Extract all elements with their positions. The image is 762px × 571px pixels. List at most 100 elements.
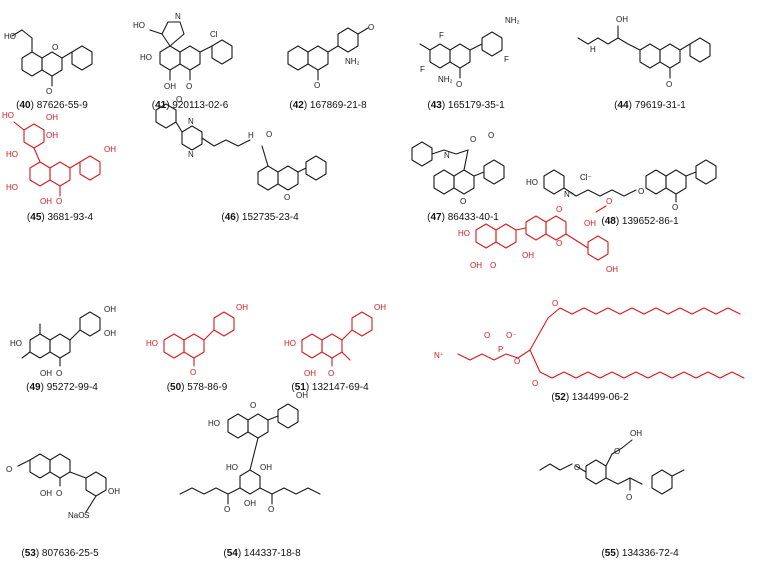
atom-label: OH <box>104 329 116 338</box>
atom-label: O <box>176 95 182 104</box>
atom-label: O <box>456 80 462 89</box>
atom-label: OH <box>104 145 116 154</box>
atom-label: S <box>84 511 89 520</box>
structure-40: O HO O <box>4 29 93 96</box>
atom-label: O <box>460 197 466 206</box>
atom-label: O <box>552 299 558 308</box>
caption-41: (41) 920113-02-6 <box>151 100 229 111</box>
atom-label: O <box>186 82 192 91</box>
atom-label: OH <box>40 489 52 498</box>
atom-label: O <box>514 357 520 366</box>
atom-label: H <box>590 45 596 54</box>
caption-43: (43) 165179-35-1 <box>427 100 505 111</box>
atom-label: O <box>470 135 476 144</box>
structure-41: N HO Cl HO O OH <box>133 12 233 91</box>
atom-label: OH <box>304 369 316 378</box>
atom-label: HO <box>458 229 470 238</box>
atom-label: N <box>188 150 194 159</box>
atom-label: HO <box>133 21 145 30</box>
atom-label: N <box>444 151 450 160</box>
atom-label: OH <box>46 113 58 122</box>
atom-label: HO <box>6 183 18 192</box>
atom-label: HO <box>10 339 22 348</box>
atom-label: HO <box>6 150 18 159</box>
atom-label: O <box>556 239 562 248</box>
atom-label: F <box>439 31 444 40</box>
atom-label: O <box>52 43 58 52</box>
atom-label: O <box>328 369 334 378</box>
atom-label: OH <box>374 303 386 312</box>
atom-label: OH <box>236 303 248 312</box>
caption-55: (55) 134336-72-4 <box>601 548 679 559</box>
atom-label: Cl <box>210 30 218 39</box>
caption-45: (45) 3681-93-4 <box>26 212 94 223</box>
atom-label: NH₂ <box>438 75 453 84</box>
atom-label: OH <box>104 305 116 314</box>
atom-label: H <box>248 131 254 140</box>
atom-label: O <box>190 368 196 377</box>
atom-label: O <box>368 23 374 32</box>
atom-label: O <box>56 489 62 498</box>
atom-label: O <box>666 80 672 89</box>
atom-label: HO <box>226 463 238 472</box>
atom-label: OH <box>40 197 52 206</box>
structure-44: O OH H <box>577 15 711 89</box>
structure-52: HO OH O OH O O OH O OH N⁺ O P O⁻ O O O <box>434 197 745 388</box>
atom-label: O <box>266 130 272 139</box>
atom-label: OH <box>606 265 618 274</box>
atom-label: O <box>46 87 52 96</box>
caption-54: (54) 144337-18-8 <box>223 548 301 559</box>
atom-label: OH <box>40 369 52 378</box>
atom-label: HO <box>2 111 14 120</box>
caption-50: (50) 578-86-9 <box>166 382 228 393</box>
caption-47: (47) 86433-40-1 <box>427 212 499 223</box>
atom-label: O <box>556 205 562 214</box>
structure-51: HO OH O OH <box>284 303 386 378</box>
atom-label: N⁺ <box>564 190 574 199</box>
atom-label: N <box>175 12 181 21</box>
atom-label: O <box>574 463 580 472</box>
atom-label: OH <box>46 131 58 140</box>
structure-50: HO O OH <box>146 303 248 377</box>
atom-label: O <box>224 505 230 514</box>
atom-label: O <box>614 447 620 456</box>
atom-label: OH <box>164 82 176 91</box>
atom-label: OH <box>470 261 482 270</box>
atom-label: N⁺ <box>434 351 444 360</box>
structure-53: O OH O OH NaO S <box>6 453 120 520</box>
structure-43: F F NH₂ O NH₂ F <box>419 16 520 89</box>
caption-42: (42) 167869-21-8 <box>289 100 367 111</box>
caption-44: (44) 79619-31-1 <box>614 100 686 111</box>
atom-label: NaO <box>68 511 84 520</box>
atom-label: Cl⁻ <box>580 173 592 182</box>
atom-label: HO <box>146 339 158 348</box>
atom-label: HO <box>4 32 16 41</box>
structure-42: O NH₂ O <box>287 23 374 90</box>
atom-label: OH <box>260 463 272 472</box>
atom-label: P <box>498 345 503 354</box>
atom-label: O <box>484 331 490 340</box>
structure-46: O N N H O O <box>155 95 327 202</box>
atom-label: O <box>532 379 538 388</box>
atom-label: O <box>314 81 320 90</box>
atom-label: O⁻ <box>506 331 516 340</box>
atom-label: OH <box>296 391 308 400</box>
structure-49: HO OH O OH OH <box>10 305 116 378</box>
caption-48: (48) 139652-86-1 <box>601 216 679 227</box>
caption-51: (51) 132147-69-4 <box>291 382 369 393</box>
atom-label: OH <box>108 487 120 496</box>
atom-label: O <box>490 261 496 270</box>
atom-label: OH <box>522 251 534 260</box>
atom-label: O <box>284 193 290 202</box>
atom-label: OH <box>584 219 596 228</box>
structure-47: N O O O <box>411 131 505 206</box>
atom-label: O <box>6 465 12 474</box>
atom-label: O <box>672 203 678 212</box>
caption-53: (53) 807636-25-5 <box>21 548 99 559</box>
atom-label: O <box>56 197 62 206</box>
caption-49: (49) 95272-99-4 <box>26 382 98 393</box>
atom-label: HO <box>140 53 152 62</box>
atom-label: O <box>626 493 632 502</box>
structure-48: HO N⁺ Cl⁻ O O <box>526 159 717 212</box>
